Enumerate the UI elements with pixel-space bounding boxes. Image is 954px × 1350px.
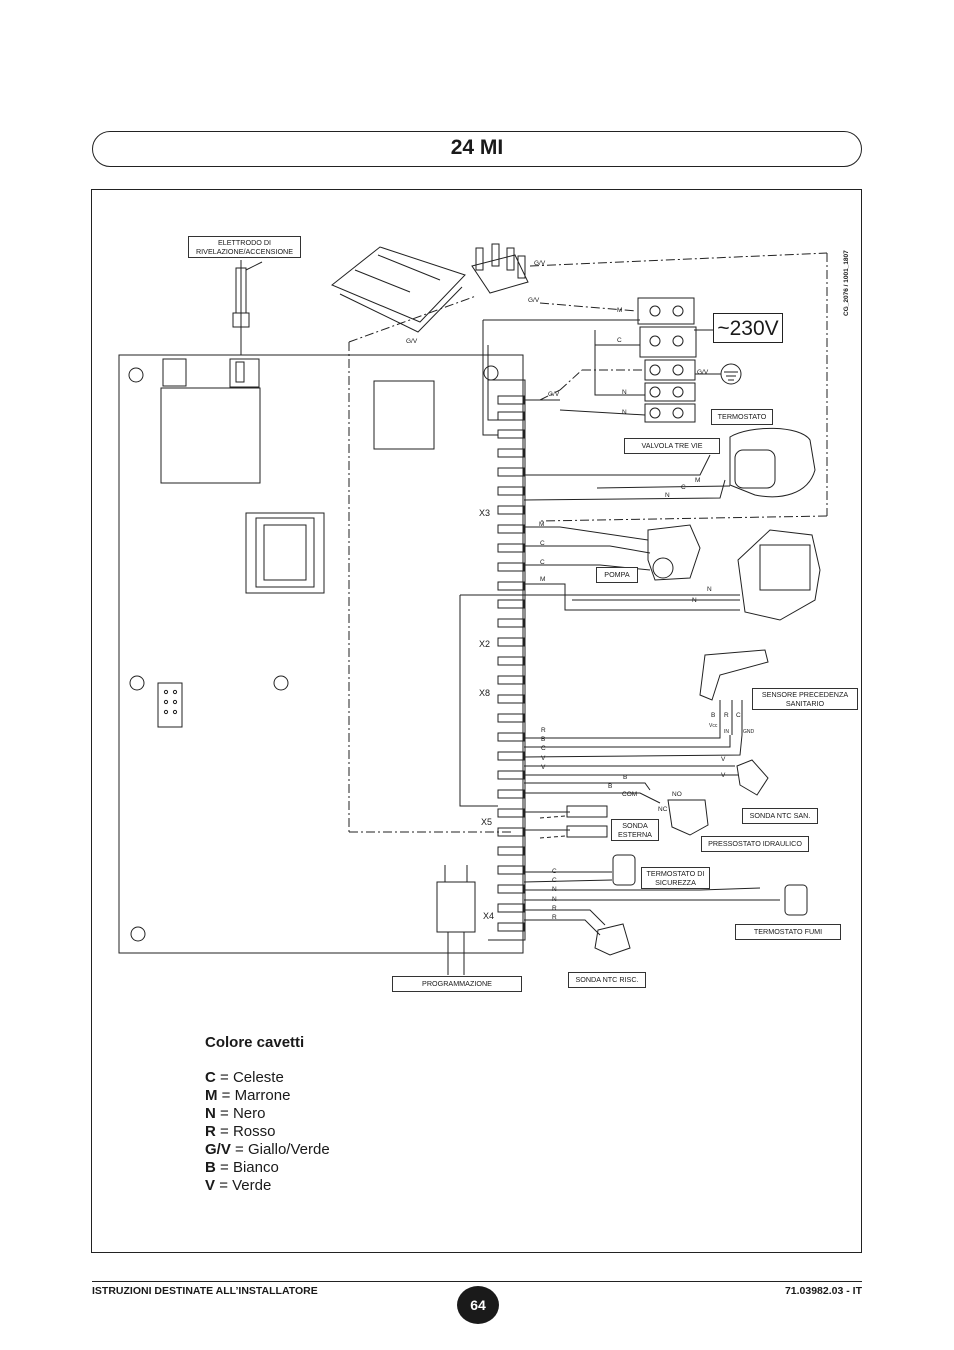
wire-mark: G/V [534, 260, 546, 267]
label-ntc-dhw: SONDA NTC SAN. [742, 808, 818, 824]
wire-mark: C [736, 712, 741, 719]
pcb-board [118, 354, 524, 954]
wire-mark: R [552, 914, 557, 921]
label-flue-thermostat: TERMOSTATO FUMI [735, 924, 841, 940]
label-external-probe: SONDA ESTERNA [611, 819, 659, 841]
page-number: 64 [457, 1286, 499, 1324]
legend-item: M = Marrone [205, 1087, 291, 1104]
wire-mark: N [707, 586, 712, 593]
footer-left-text: ISTRUZIONI DESTINATE ALL’INSTALLATORE [92, 1285, 318, 1297]
wire-mark: C [552, 877, 557, 884]
wire-mark: NC [658, 806, 668, 813]
wire-mark: R [724, 712, 729, 719]
connector-x3: X3 [479, 508, 491, 518]
wire-mark: N [552, 886, 557, 893]
label-dhw-sensor: SENSORE PRECEDENZA SANITARIO [752, 688, 858, 710]
wire-mark: COM [622, 791, 638, 798]
label-thermostat: TERMOSTATO [711, 409, 773, 425]
voltage-label: ~230V [713, 313, 783, 343]
wire-mark: C [681, 484, 686, 491]
wire-mark: C [617, 337, 622, 344]
wire-mark: G/V [406, 338, 418, 345]
legend-item: R = Rosso [205, 1123, 276, 1140]
connector-x8: X8 [479, 688, 491, 698]
wire-mark: GND [743, 729, 755, 735]
label-electrode: ELETTRODO DI RIVELAZIONE/ACCENSIONE [188, 236, 301, 258]
title-bar: 24 MI [92, 131, 862, 167]
label-programming: PROGRAMMAZIONE [392, 976, 522, 992]
pcb-connector-comb [488, 379, 526, 941]
wire-mark: N [692, 597, 697, 604]
wire-mark: C [540, 559, 545, 566]
legend-item: V = Verde [205, 1177, 272, 1194]
wire-mark: V [541, 755, 546, 762]
wire-mark: C [540, 540, 545, 547]
legend-item: N = Nero [205, 1105, 266, 1122]
wire-mark: Vcc [709, 723, 718, 729]
legend-item: G/V = Giallo/Verde [205, 1141, 330, 1158]
wire-mark: V [541, 764, 546, 771]
wire-mark: NO [672, 791, 682, 798]
connector-x5: X5 [481, 817, 493, 827]
wire-mark: N [552, 896, 557, 903]
drawing-code: CG_2076 / 1001_1807 [843, 250, 850, 316]
wire-mark: C [541, 745, 546, 752]
wire-mark: IN [724, 729, 729, 735]
cable-color-legend: Colore cavetti C = Celeste M = Marrone N… [205, 1034, 330, 1195]
wire-mark: N [665, 492, 670, 499]
wire-mark: M [617, 307, 623, 314]
label-pressure-switch: PRESSOSTATO IDRAULICO [701, 836, 809, 852]
label-pump: POMPA [596, 567, 638, 583]
legend-item: B = Bianco [205, 1159, 279, 1176]
wire-mark: M [695, 477, 701, 484]
wire-mark: G/V [548, 391, 560, 398]
page-title: 24 MI [450, 136, 504, 159]
wire-mark: G/V [528, 297, 540, 304]
wire-mark: N [622, 409, 627, 416]
wire-mark: N [622, 389, 627, 396]
footer-divider [92, 1281, 862, 1282]
wire-mark: B [541, 736, 546, 743]
label-ntc-heating: SONDA NTC RISC. [568, 972, 646, 988]
wire-mark: B [623, 774, 628, 781]
legend-title: Colore cavetti [205, 1034, 305, 1051]
footer-doc-code: 71.03982.03 - IT [784, 1285, 862, 1297]
label-safety-thermostat: TERMOSTATO DI SICUREZZA [641, 867, 710, 889]
wire-mark: B [711, 712, 716, 719]
wire-mark: G/V [697, 369, 709, 376]
wire-mark: B [608, 783, 613, 790]
wire-mark: R [541, 727, 546, 734]
diagram-frame [91, 189, 862, 1253]
legend-item: C = Celeste [205, 1069, 284, 1086]
wire-mark: V [721, 772, 726, 779]
wire-mark: V [721, 756, 726, 763]
wire-mark: M [540, 576, 546, 583]
wire-mark: C [552, 868, 557, 875]
wire-mark: R [552, 905, 557, 912]
connector-pins [497, 395, 525, 932]
connector-x2: X2 [479, 639, 491, 649]
wire-mark: M [539, 521, 545, 528]
connector-x4: X4 [483, 911, 495, 921]
label-three-way-valve: VALVOLA TRE VIE [624, 438, 720, 454]
